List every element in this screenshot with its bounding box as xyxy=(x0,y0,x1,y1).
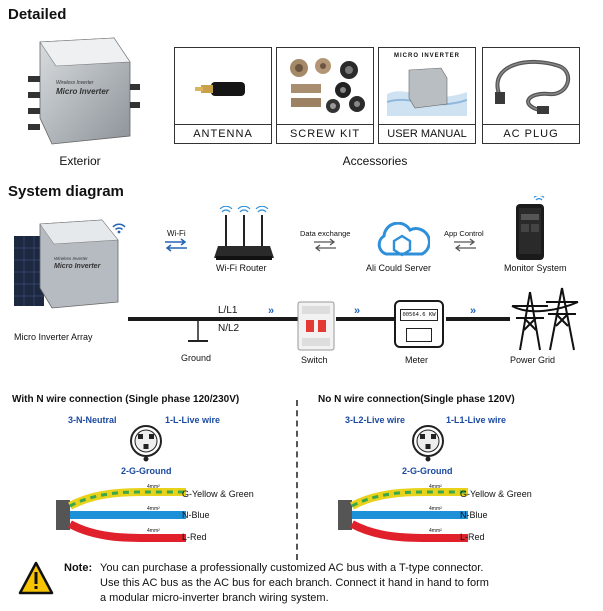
array-device-title: Micro Inverter xyxy=(54,263,101,270)
left-pin3-label: 3-N-Neutral xyxy=(68,415,117,425)
array-device-brand: Wireless Inverter xyxy=(54,256,88,261)
right-wire-gauge-1: 4mm² xyxy=(429,484,442,490)
antenna-icon xyxy=(195,82,245,96)
accessory-user-manual: MICRO INVERTER USER MANUAL xyxy=(378,47,476,144)
accessory-screw-kit: SCREW KIT xyxy=(276,47,374,144)
manual-cover-title: MICRO INVERTER xyxy=(393,53,460,59)
wifi-router-label: Wi-Fi Router xyxy=(216,263,267,273)
ac-plug-cable-icon xyxy=(495,59,571,114)
power-grid-tower-icon xyxy=(511,287,579,351)
accessory-label: USER MANUAL xyxy=(379,124,475,143)
manual-cover-icon xyxy=(387,67,467,116)
right-pin3-label: 3-L2-Live wire xyxy=(345,415,406,425)
warning-icon xyxy=(18,561,54,595)
data-exchange-arrows-icon xyxy=(314,238,336,252)
ac-power-line xyxy=(446,317,510,321)
app-control-arrows-icon xyxy=(454,238,476,252)
right-wire-l-label: L-Red xyxy=(460,532,485,542)
cloud-server-icon xyxy=(377,222,430,257)
right-connector-face-icon xyxy=(412,425,444,462)
data-exchange-label: Data exchange xyxy=(300,229,351,238)
switch-label: Switch xyxy=(301,355,328,365)
right-wire-g-label: G-Yellow & Green xyxy=(460,489,532,499)
note-line-3: a modular micro-inverter branch wiring s… xyxy=(100,592,329,604)
ac-power-line xyxy=(336,317,394,321)
line-n-l2-label: N/L2 xyxy=(218,323,240,334)
flow-arrow-icon: » xyxy=(268,305,275,317)
left-wire-gauge-3: 4mm² xyxy=(147,528,160,534)
monitor-system-label: Monitor System xyxy=(504,263,567,273)
right-cable-drawing xyxy=(338,488,468,542)
note-line-1: You can purchase a professionally custom… xyxy=(100,562,484,574)
accessories-caption: Accessories xyxy=(342,154,408,168)
micro-inverter-array-image: Wireless Inverter Micro Inverter xyxy=(14,218,126,310)
device-title-text: Micro Inverter xyxy=(56,87,109,96)
accessory-antenna: ANTENNA xyxy=(174,47,272,144)
accessory-ac-plug: AC PLUG xyxy=(482,47,580,144)
section-title-system-diagram: System diagram xyxy=(8,183,124,200)
note-line-2: Use this AC bus as the AC bus for each b… xyxy=(100,577,489,589)
line-l-l1-label: L/L1 xyxy=(218,305,238,316)
micro-inverter-array-label: Micro Inverter Array xyxy=(14,332,93,342)
accessory-label: SCREW KIT xyxy=(277,124,373,143)
left-wire-gauge-2: 4mm² xyxy=(147,506,160,512)
screw-kit-icon xyxy=(290,58,365,113)
cloud-server-label: Ali Could Server xyxy=(366,263,432,273)
wifi-router-icon xyxy=(214,206,274,260)
section-title-detailed: Detailed xyxy=(8,6,67,23)
left-connector-face-icon xyxy=(130,425,162,462)
left-wire-gauge-1: 4mm² xyxy=(147,484,160,490)
right-wire-n-label: N-Blue xyxy=(460,510,488,520)
meter-label: Meter xyxy=(405,355,429,365)
device-brand-text: Wireless Inverter xyxy=(56,80,94,86)
wiring-divider xyxy=(296,400,298,560)
app-control-label: App Control xyxy=(444,229,484,238)
right-pin1-label: 1-L1-Live wire xyxy=(446,415,507,425)
exterior-device-image: Wireless Inverter Micro Inverter xyxy=(22,36,142,146)
wifi-link-arrows-icon xyxy=(165,238,187,252)
ac-power-line xyxy=(128,317,298,321)
right-pin2-label: 2-G-Ground xyxy=(402,466,453,476)
accessory-label: ANTENNA xyxy=(175,124,271,143)
left-wire-g-label: G-Yellow & Green xyxy=(182,489,254,499)
meter-display: 00564.6 KW xyxy=(400,309,438,321)
energy-meter-icon: 00564.6 KW xyxy=(394,300,444,348)
circuit-breaker-switch-icon xyxy=(297,301,335,351)
left-pin1-label: 1-L-Live wire xyxy=(165,415,221,425)
right-wire-gauge-3: 4mm² xyxy=(429,528,442,534)
ground-label: Ground xyxy=(181,353,212,363)
wifi-label: Wi-Fi xyxy=(167,229,186,238)
wifi-signal-icon xyxy=(112,223,126,234)
left-pin2-label: 2-G-Ground xyxy=(121,466,172,476)
exterior-caption: Exterior xyxy=(59,154,101,168)
note-label: Note: xyxy=(64,562,93,574)
accessory-label: AC PLUG xyxy=(483,124,579,143)
right-wire-gauge-2: 4mm² xyxy=(429,506,442,512)
flow-arrow-icon: » xyxy=(354,305,361,317)
ground-symbol-icon xyxy=(188,321,208,342)
flow-arrow-icon: » xyxy=(470,305,477,317)
left-wire-l-label: L-Red xyxy=(182,532,207,542)
wiring-right-title: No N wire connection(Single phase 120V) xyxy=(318,394,515,405)
wiring-left-title: With N wire connection (Single phase 120… xyxy=(12,394,240,405)
left-cable-drawing xyxy=(56,488,186,542)
left-wire-n-label: N-Blue xyxy=(182,510,210,520)
monitor-phone-icon xyxy=(516,196,545,260)
power-grid-label: Power Grid xyxy=(510,355,556,365)
